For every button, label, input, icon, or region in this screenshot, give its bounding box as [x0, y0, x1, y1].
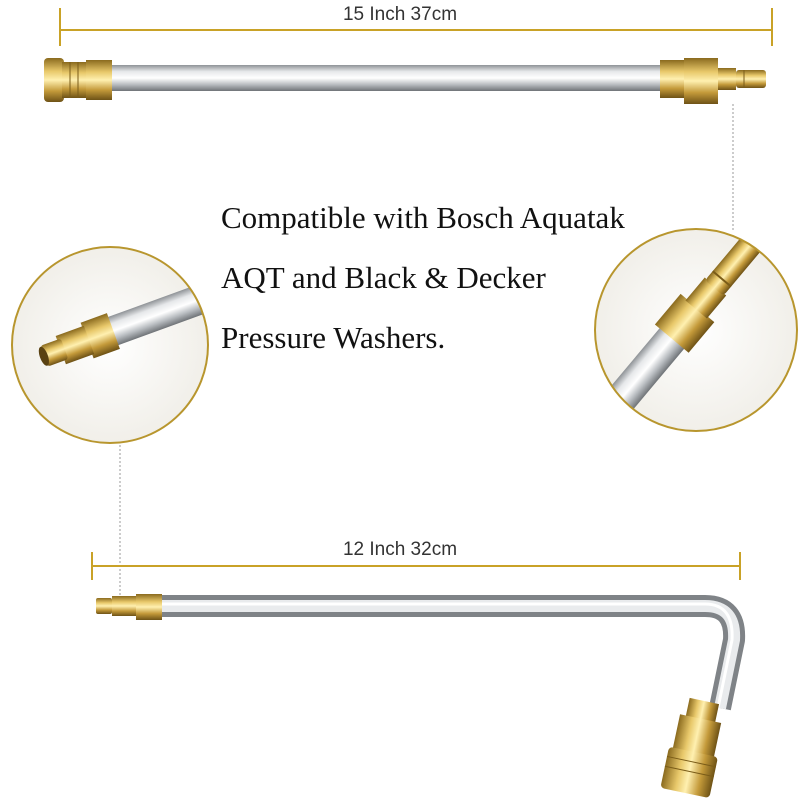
bottom-coupler-icon: [661, 697, 722, 798]
bottom-bent-wand: [96, 594, 746, 798]
quick-connect-coupler-icon: [44, 58, 112, 102]
callout-left-plug: [11, 246, 209, 444]
top-wand: [44, 58, 766, 104]
compatibility-line-1: Compatible with Bosch Aquatak: [221, 200, 625, 235]
compatibility-line-3: Pressure Washers.: [221, 320, 446, 355]
dimension-label-bottom: 12 Inch 32cm: [342, 539, 458, 560]
dimension-line-bottom: [91, 552, 741, 580]
dimension-line-top: [59, 8, 773, 46]
bosch-adapter-fitting-icon: [660, 58, 766, 104]
quick-connect-plug-icon: [96, 594, 162, 620]
compatibility-text: Compatible with Bosch Aquatak AQT and Bl…: [221, 188, 721, 368]
callout-right-adapter: [594, 228, 798, 432]
dimension-label-top: 15 Inch 37cm: [342, 4, 458, 25]
compatibility-line-2: AQT and Black & Decker: [221, 260, 546, 295]
